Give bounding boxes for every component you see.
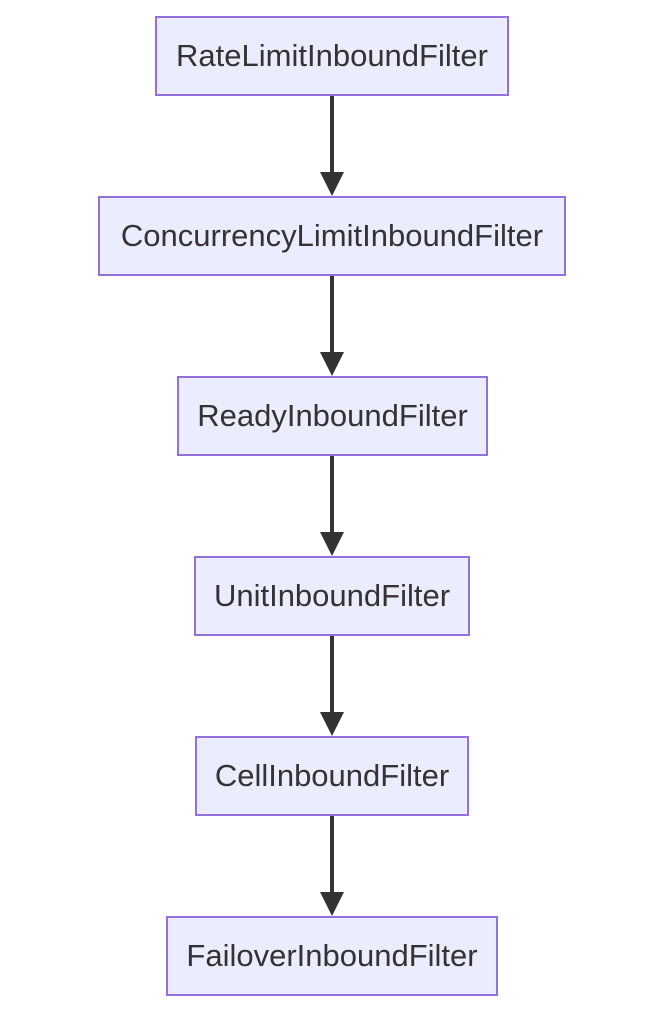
node-rate-limit-inbound-filter: RateLimitInboundFilter (155, 16, 509, 96)
node-label: RateLimitInboundFilter (176, 38, 488, 73)
arrowhead-icon (320, 892, 344, 916)
node-label: UnitInboundFilter (213, 578, 451, 613)
node-label: CellInboundFilter (214, 758, 450, 793)
arrowhead-icon (320, 172, 344, 196)
node-unit-inbound-filter: UnitInboundFilter (194, 556, 470, 636)
node-concurrency-limit-inbound-filter: ConcurrencyLimitInboundFilter (98, 196, 566, 276)
node-failover-inbound-filter: FailoverInboundFilter (166, 916, 498, 996)
edge-n1-n2 (320, 276, 344, 376)
edge-n0-n1 (320, 96, 344, 196)
node-label: ReadyInboundFilter (197, 398, 468, 433)
arrowhead-icon (320, 352, 344, 376)
edge-n4-n5 (320, 816, 344, 916)
arrowhead-icon (320, 532, 344, 556)
node-label: FailoverInboundFilter (186, 938, 478, 973)
edge-n2-n3 (320, 456, 344, 556)
arrowhead-icon (320, 712, 344, 736)
edge-n3-n4 (320, 636, 344, 736)
node-cell-inbound-filter: CellInboundFilter (195, 736, 469, 816)
node-label: ConcurrencyLimitInboundFilter (120, 218, 544, 253)
node-ready-inbound-filter: ReadyInboundFilter (177, 376, 488, 456)
